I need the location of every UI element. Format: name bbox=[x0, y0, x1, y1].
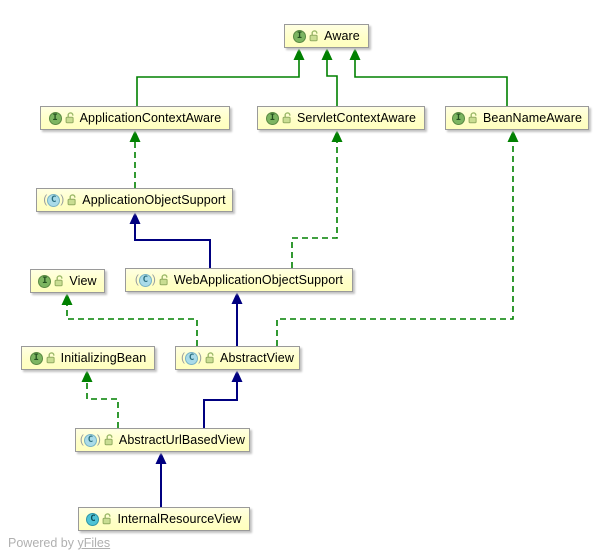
interface-icon: I bbox=[29, 351, 43, 365]
edge-abstract-view-to-web-application-object-support bbox=[231, 292, 243, 346]
edge-web-application-object-support-to-application-object-support bbox=[129, 212, 211, 268]
yfiles-link[interactable]: yFiles bbox=[77, 536, 111, 550]
node-label: WebApplicationObjectSupport bbox=[173, 273, 344, 287]
node-initializing-bean[interactable]: I InitializingBean bbox=[21, 346, 155, 370]
edge-abstract-view-to-bean-name-aware bbox=[276, 130, 519, 346]
powered-by-footer: Powered by yFiles bbox=[8, 536, 110, 550]
edge-internal-resource-view-to-abstract-url-based-view bbox=[155, 452, 167, 507]
edge-web-application-object-support-to-servlet-context-aware bbox=[291, 130, 343, 268]
node-label: ApplicationContextAware bbox=[79, 111, 222, 125]
node-application-context-aware[interactable]: I ApplicationContextAware bbox=[40, 106, 230, 130]
extends-arrowhead-icon bbox=[155, 452, 167, 464]
node-abstract-view[interactable]: (C) AbstractView bbox=[175, 346, 300, 370]
extends-arrowhead-icon bbox=[231, 292, 243, 304]
open-padlock-icon bbox=[104, 434, 113, 446]
open-padlock-icon bbox=[103, 513, 112, 525]
node-label: InternalResourceView bbox=[117, 512, 242, 526]
node-web-application-object-support[interactable]: (C) WebApplicationObjectSupport bbox=[125, 268, 353, 292]
open-padlock-icon bbox=[67, 194, 76, 206]
extends-interface-arrowhead-icon bbox=[349, 48, 361, 60]
implements-arrowhead-icon bbox=[331, 130, 343, 142]
edge-servlet-context-aware-to-aware bbox=[321, 48, 338, 106]
open-padlock-icon bbox=[205, 352, 214, 364]
interface-icon: I bbox=[48, 111, 62, 125]
implements-arrowhead-icon bbox=[507, 130, 519, 142]
edge-abstract-view-to-view bbox=[61, 293, 198, 346]
extends-arrowhead-icon bbox=[231, 370, 243, 382]
open-padlock-icon bbox=[468, 112, 477, 124]
edge-application-object-support-to-application-context-aware bbox=[129, 130, 141, 188]
extends-interface-arrowhead-icon bbox=[293, 48, 305, 60]
abstract-class-icon: (C) bbox=[43, 191, 65, 207]
implements-arrowhead-icon bbox=[81, 370, 93, 382]
open-padlock-icon bbox=[65, 112, 74, 124]
interface-icon: I bbox=[293, 29, 307, 43]
edge-application-context-aware-to-aware bbox=[136, 48, 305, 106]
class-icon: C bbox=[86, 512, 100, 526]
open-padlock-icon bbox=[282, 112, 291, 124]
node-label: ServletContextAware bbox=[296, 111, 417, 125]
node-bean-name-aware[interactable]: I BeanNameAware bbox=[445, 106, 589, 130]
interface-icon: I bbox=[38, 274, 52, 288]
edge-abstract-url-based-view-to-abstract-view bbox=[203, 370, 243, 428]
node-label: AbstractView bbox=[220, 351, 294, 365]
node-label: InitializingBean bbox=[60, 351, 147, 365]
node-label: Aware bbox=[324, 29, 360, 43]
extends-arrowhead-icon bbox=[129, 212, 141, 224]
node-application-object-support[interactable]: (C) ApplicationObjectSupport bbox=[36, 188, 233, 212]
open-padlock-icon bbox=[54, 275, 63, 287]
node-label: AbstractUrlBasedView bbox=[118, 433, 246, 447]
open-padlock-icon bbox=[159, 274, 168, 286]
extends-interface-arrowhead-icon bbox=[321, 48, 333, 60]
open-padlock-icon bbox=[309, 30, 318, 42]
interface-icon: I bbox=[451, 111, 465, 125]
node-label: View bbox=[69, 274, 97, 288]
node-internal-resource-view[interactable]: C InternalResourceView bbox=[78, 507, 250, 531]
node-aware[interactable]: I Aware bbox=[284, 24, 369, 48]
abstract-class-icon: (C) bbox=[79, 431, 101, 447]
abstract-class-icon: (C) bbox=[134, 271, 156, 287]
edge-bean-name-aware-to-aware bbox=[349, 48, 508, 106]
implements-arrowhead-icon bbox=[61, 293, 73, 305]
interface-icon: I bbox=[265, 111, 279, 125]
edge-abstract-url-based-view-to-initializing-bean bbox=[81, 370, 119, 428]
node-view[interactable]: I View bbox=[30, 269, 105, 293]
node-abstract-url-based-view[interactable]: (C) AbstractUrlBasedView bbox=[75, 428, 250, 452]
node-servlet-context-aware[interactable]: I ServletContextAware bbox=[257, 106, 425, 130]
open-padlock-icon bbox=[46, 352, 55, 364]
abstract-class-icon: (C) bbox=[181, 349, 203, 365]
implements-arrowhead-icon bbox=[129, 130, 141, 142]
powered-by-text: Powered by bbox=[8, 536, 78, 550]
node-label: BeanNameAware bbox=[482, 111, 583, 125]
node-label: ApplicationObjectSupport bbox=[82, 193, 226, 207]
